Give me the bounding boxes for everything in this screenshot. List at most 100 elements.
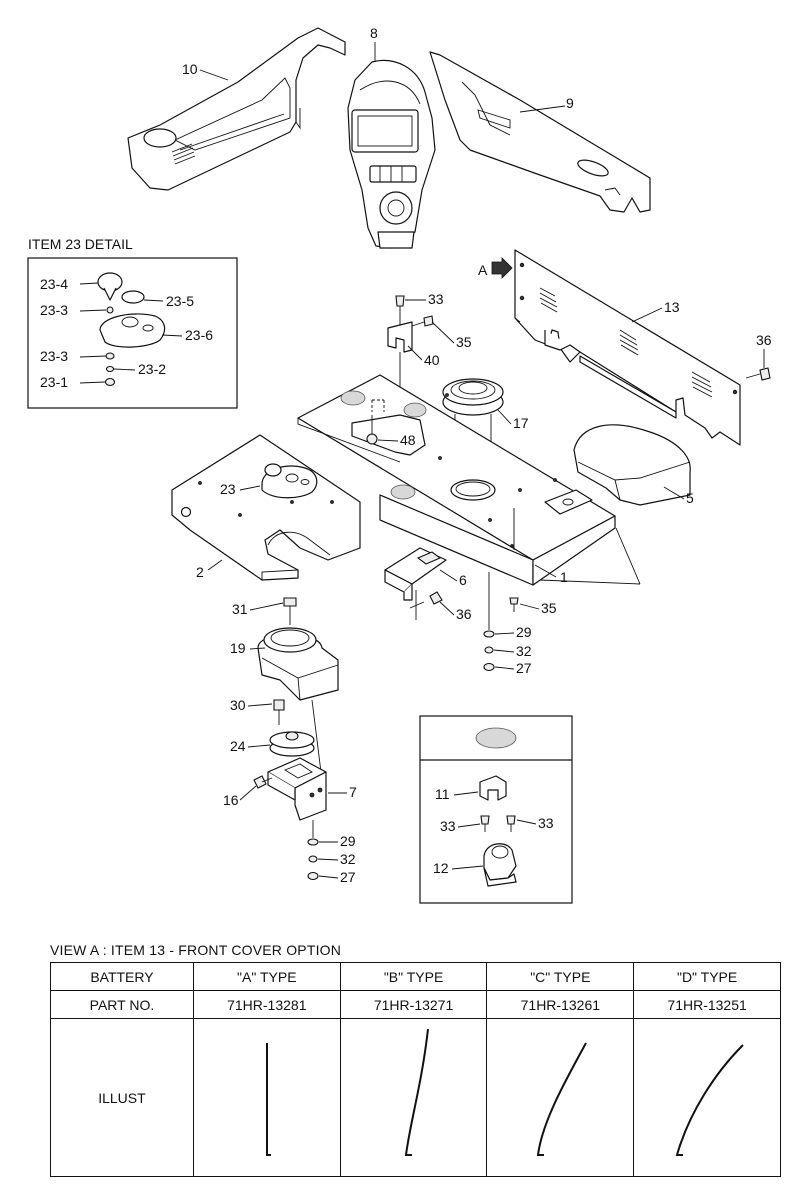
part-10-left-cover xyxy=(127,27,346,191)
callout-27-bottom: 27 xyxy=(340,869,356,885)
callout-6: 6 xyxy=(459,572,467,588)
part-31-bolt xyxy=(283,597,297,625)
part-12-bracket xyxy=(483,843,517,887)
cover-profile-b xyxy=(404,1028,429,1156)
part-35-screw xyxy=(509,597,519,612)
callout-36-right: 36 xyxy=(756,332,772,348)
part-29-washer-lower xyxy=(307,838,319,846)
callout-23-3-top: 23-3 xyxy=(40,302,68,318)
table-row-part-no: PART NO. 71HR-13281 71HR-13271 71HR-1326… xyxy=(50,990,781,1019)
illust-d-cell xyxy=(633,1018,781,1177)
callout-33-left: 33 xyxy=(440,818,456,834)
part-19-housing xyxy=(257,627,339,781)
callout-29-bottom: 29 xyxy=(340,833,356,849)
callout-33-right: 33 xyxy=(538,815,554,831)
callout-23-4: 23-4 xyxy=(40,276,68,292)
callout-31: 31 xyxy=(232,601,248,617)
callout-9: 9 xyxy=(566,95,574,111)
table-header-cell: "A" TYPE xyxy=(192,962,341,991)
part-6-bracket xyxy=(384,547,447,601)
callout-23-3-bottom: 23-3 xyxy=(40,348,68,364)
callout-23-1: 23-1 xyxy=(40,374,68,390)
callout-29-top: 29 xyxy=(516,624,532,640)
callout-32-bottom: 32 xyxy=(340,851,356,867)
part-23-lever xyxy=(261,463,318,499)
item-23-detail-box xyxy=(27,257,238,409)
part-number-cell: 71HR-13261 xyxy=(486,990,635,1019)
callout-2: 2 xyxy=(196,564,204,580)
table-header-row: BATTERY "A" TYPE "B" TYPE "C" TYPE "D" T… xyxy=(50,962,781,991)
part-8-console xyxy=(347,60,436,249)
illust-b-cell xyxy=(339,1018,488,1177)
view-a-title: VIEW A : ITEM 13 - FRONT COVER OPTION xyxy=(50,942,342,958)
part-16-bolt xyxy=(253,775,273,789)
part-24-mount xyxy=(269,731,315,757)
item-23-detail-parts xyxy=(97,272,166,387)
callout-48: 48 xyxy=(400,432,416,448)
part-number-cell: 71HR-13281 xyxy=(192,990,341,1019)
callout-5: 5 xyxy=(686,490,694,506)
front-cover-option-table: BATTERY "A" TYPE "B" TYPE "C" TYPE "D" T… xyxy=(50,962,781,1177)
callout-8: 8 xyxy=(370,25,378,41)
part-36-bolt-right xyxy=(745,367,771,381)
callout-23-2: 23-2 xyxy=(138,361,166,377)
part-9-right-cover xyxy=(429,51,651,213)
parts-diagram: 10 8 9 23-4 23-3 23-5 xyxy=(27,25,772,904)
cover-profile-a xyxy=(265,1042,271,1156)
callout-32-top: 32 xyxy=(516,643,532,659)
callout-7: 7 xyxy=(349,784,357,800)
illust-label: ILLUST xyxy=(50,1018,194,1177)
part-1-floor-plate xyxy=(297,374,616,586)
callout-12: 12 xyxy=(433,860,449,876)
part-33-bolt-right xyxy=(506,815,516,832)
cover-profile-d xyxy=(675,1043,744,1156)
part-no-label: PART NO. xyxy=(50,990,194,1019)
callout-view-a: A xyxy=(478,262,488,278)
illust-a-cell xyxy=(192,1018,341,1177)
part-36-bolt-center xyxy=(409,591,443,609)
option-detail-box xyxy=(419,715,573,904)
callout-11: 11 xyxy=(435,786,450,802)
hatch-symbol xyxy=(475,727,517,749)
callout-40: 40 xyxy=(424,352,440,368)
part-number-cell: 71HR-13251 xyxy=(633,990,781,1019)
callout-16: 16 xyxy=(223,792,239,808)
part-17-grommet xyxy=(442,378,504,488)
part-48-clip xyxy=(366,415,378,445)
part-13-front-cover xyxy=(514,249,741,446)
part-27-nut xyxy=(483,662,495,672)
callout-35-bottom: 35 xyxy=(541,600,557,616)
callout-13: 13 xyxy=(664,299,680,315)
table-header-cell: "C" TYPE xyxy=(486,962,635,991)
part-32-washer xyxy=(484,646,494,654)
part-27-nut-lower xyxy=(307,871,319,881)
part-32-washer-lower xyxy=(308,855,318,863)
callout-23-6: 23-6 xyxy=(185,327,213,343)
table-header-cell: "D" TYPE xyxy=(633,962,781,991)
callout-17: 17 xyxy=(513,415,529,431)
illust-c-cell xyxy=(486,1018,635,1177)
table-header-cell: "B" TYPE xyxy=(339,962,488,991)
callout-24: 24 xyxy=(230,738,246,754)
callout-27-top: 27 xyxy=(516,660,532,676)
callout-19: 19 xyxy=(230,640,246,656)
part-40-bracket xyxy=(387,295,434,395)
callout-33-top: 33 xyxy=(428,291,444,307)
callout-1: 1 xyxy=(560,569,568,585)
callout-23: 23 xyxy=(220,481,236,497)
callout-30: 30 xyxy=(230,697,246,713)
item-23-detail-title: ITEM 23 DETAIL xyxy=(28,236,133,252)
part-29-washer xyxy=(483,630,495,638)
table-header-cell: BATTERY xyxy=(50,962,194,991)
part-7-bracket xyxy=(267,757,327,821)
part-5-cushion xyxy=(573,424,691,506)
callout-36-center: 36 xyxy=(456,606,472,622)
callout-23-5: 23-5 xyxy=(166,293,194,309)
table-row-illust: ILLUST xyxy=(50,1018,781,1177)
part-11-bracket xyxy=(479,775,507,801)
cover-profile-c xyxy=(537,1042,588,1156)
part-2-side-plate xyxy=(171,434,361,581)
view-a-arrow xyxy=(491,257,513,279)
callout-10: 10 xyxy=(182,61,198,77)
callout-35-top: 35 xyxy=(456,334,472,350)
